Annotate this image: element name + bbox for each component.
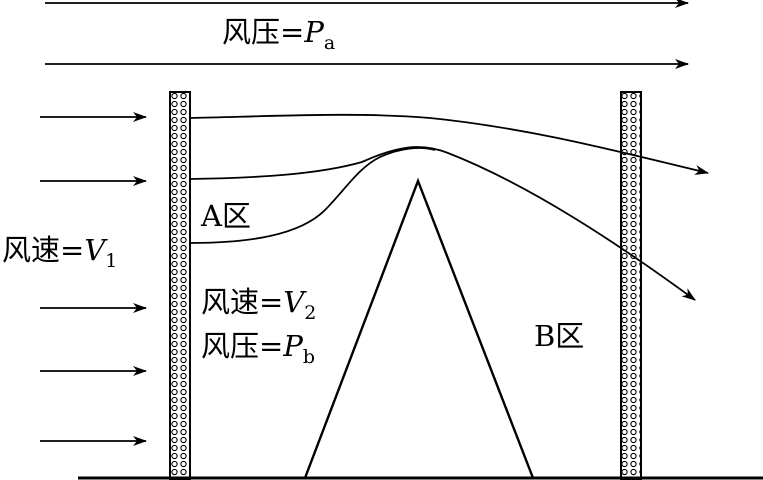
central-mound	[303, 177, 535, 480]
streamline-upper	[189, 113, 709, 175]
streamline-lower	[189, 147, 436, 244]
inner-pressure-label: 风压=Pb	[201, 329, 315, 368]
inner-speed-label: 风速=V2	[201, 285, 316, 324]
top-pressure-label: 风压=Pa	[222, 15, 335, 54]
region-a-label: A区	[200, 199, 251, 233]
right-porous-wall	[620, 91, 642, 480]
left-porous-wall	[169, 91, 191, 480]
left-speed-label: 风速=V1	[2, 233, 117, 272]
region-b-label: B区	[534, 319, 584, 353]
streamline-middle	[189, 146, 696, 301]
